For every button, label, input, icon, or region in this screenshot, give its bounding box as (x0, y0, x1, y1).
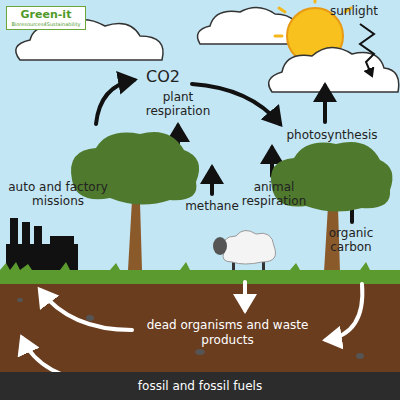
logo-box: Green-itBioresources4Sustainability (6, 6, 86, 30)
cloud (269, 47, 399, 92)
plant-respiration-label: plant respiration (138, 90, 218, 118)
sheep (213, 230, 276, 274)
organic-carbon-label: organic carbon (318, 226, 384, 254)
stones (17, 298, 364, 359)
soil-text: dead organisms and waste products (120, 318, 335, 348)
fossil-band: fossil and fossil fuels (0, 372, 400, 400)
soil-band: dead organisms and waste products (0, 284, 400, 372)
sunlight-label: sunlight (322, 4, 386, 18)
decay-arrows (22, 282, 362, 384)
band-text: fossil and fossil fuels (138, 379, 262, 393)
animal-respiration-label: animal respiration (238, 180, 310, 208)
logo-subtitle: Bioresources4Sustainability (11, 21, 81, 27)
grass-blades (0, 262, 400, 272)
left-tree (71, 132, 199, 270)
logo-text: Green-it (11, 9, 81, 21)
soil (0, 284, 400, 374)
emissions-label: auto and factory missions (6, 180, 110, 208)
sunlight-arrow (360, 24, 374, 76)
grass (0, 270, 400, 286)
co2-label: CO2 (140, 68, 186, 86)
photosynthesis-label: photosynthesis (284, 128, 380, 142)
sky (0, 0, 400, 280)
methane-label: methane (182, 199, 242, 213)
